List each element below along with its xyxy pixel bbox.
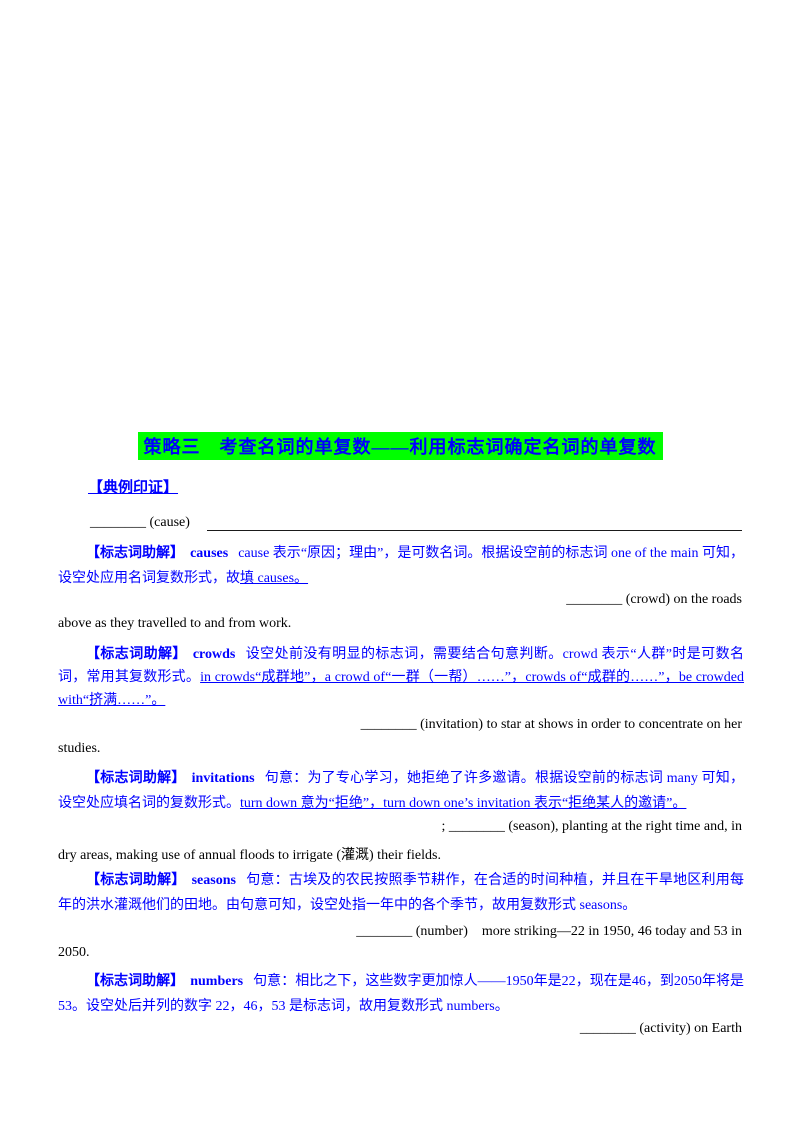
- explanation-keyword: crowds: [192, 647, 236, 662]
- explanation-keyword: invitations: [191, 771, 255, 786]
- explanation-body: 句意：相比之下，这些数字更加惊人——1950年是22，现在是46，到2050年将…: [58, 974, 745, 1014]
- explanation-body: 句意：古埃及的农民按照季节耕作，在合适的时间种植，并且在干旱地区利用每年的洪水灌…: [58, 873, 745, 913]
- explanation-body: cause 表示“原因；理由”，是可数名词。根据设空前的标志词 one of t…: [58, 546, 745, 586]
- example-continuation-crowd: above as they travelled to and from work…: [58, 616, 292, 631]
- example-fragment-activity: ________ (activity) on Earth: [579, 1021, 742, 1036]
- example-fragment-season: ; ________ (season), planting at the rig…: [441, 819, 742, 834]
- example-fragment-cause: ________ (cause): [90, 515, 190, 530]
- blank-rule: [207, 530, 742, 531]
- explanation-underlined: turn down 意为“拒绝”，turn down one’s invitat…: [240, 796, 687, 811]
- example-fragment-number: ________ (number) more striking—22 in 19…: [356, 924, 742, 939]
- explanation-label: 【标志词助解】: [86, 546, 185, 561]
- example-fragment-invitation: ________ (invitation) to star at shows i…: [360, 717, 742, 732]
- page-title: 策略三 考查名词的单复数——利用标志词确定名词的单复数: [137, 432, 663, 460]
- explanation-label: 【标志词助解】: [86, 647, 187, 662]
- example-continuation-number: 2050.: [58, 945, 90, 960]
- explanation-underlined: 填 causes。: [240, 571, 309, 586]
- title-line: 策略三 考查名词的单复数——利用标志词确定名词的单复数: [0, 432, 800, 460]
- example-continuation-invitation: studies.: [58, 741, 101, 756]
- explanation-body: 设空处前没有明显的标志词，需要结合句意判断。crowd 表示“人群”时是可数名词…: [58, 647, 744, 685]
- explanation-keyword: causes: [190, 546, 229, 561]
- explanation-underlined: in crowds“成群地”，a crowd of“一群（一帮）……”，crow…: [58, 670, 745, 708]
- explanation-label: 【标志词助解】: [86, 771, 186, 786]
- section-heading: 【典例印证】: [88, 480, 179, 496]
- explanation-keyword: numbers: [190, 974, 244, 989]
- example-continuation-season: dry areas, making use of annual floods t…: [58, 848, 441, 863]
- explanation-body: 句意：为了专心学习，她拒绝了许多邀请。根据设空前的标志词 many 可知，设空处…: [58, 771, 745, 811]
- explanation-keyword: seasons: [191, 873, 236, 888]
- explanation-label: 【标志词助解】: [86, 873, 186, 888]
- example-fragment-crowd: ________ (crowd) on the roads: [566, 592, 742, 607]
- explanation-label: 【标志词助解】: [86, 974, 185, 989]
